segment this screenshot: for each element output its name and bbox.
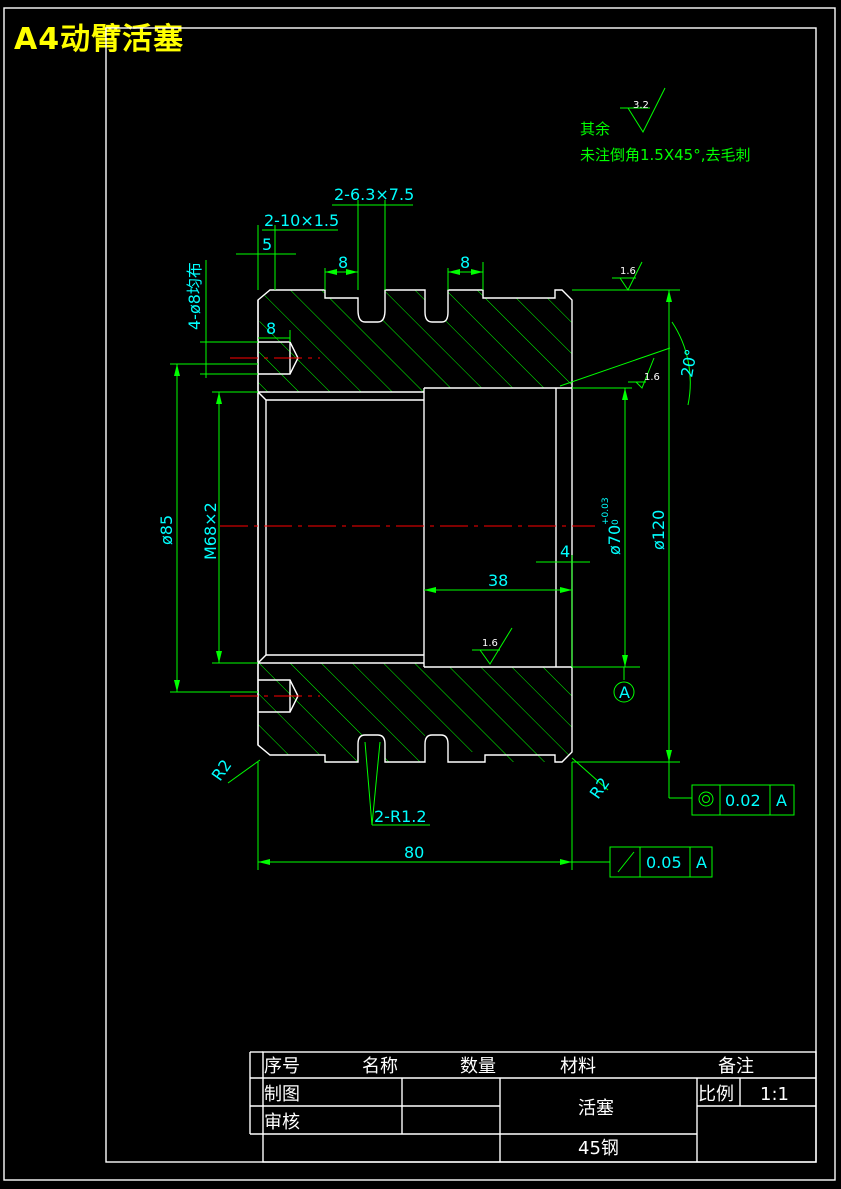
roughness-chamfer: 1.6: [644, 372, 660, 383]
concentricity-datum: A: [776, 791, 787, 810]
center-lines: [220, 357, 595, 697]
tb-col-seq: 序号: [264, 1056, 300, 1077]
dim-dia-70-tol-lower: 0: [611, 519, 621, 525]
tb-col-name: 名称: [362, 1056, 398, 1077]
dim-5: 5: [262, 235, 272, 254]
dim-8-top-right: 8: [460, 253, 470, 272]
dim-holes: 4-ø8均布: [185, 262, 204, 330]
title-block: [249, 1051, 817, 1163]
tb-scale-value: 1:1: [760, 1084, 789, 1105]
datum-label: A: [619, 683, 630, 702]
dim-8-hole-depth: 8: [266, 319, 276, 338]
hatch-top: [258, 290, 572, 392]
dim-4: 4: [560, 542, 570, 561]
dimension-lines: [170, 87, 795, 878]
runout-datum: A: [696, 853, 707, 872]
tb-material: 45钢: [578, 1138, 619, 1159]
dim-groove-radius: 2-R1.2: [374, 807, 427, 826]
note-line-2: 未注倒角1.5X45°,去毛刺: [580, 146, 751, 164]
tb-col-qty: 数量: [460, 1056, 496, 1077]
dim-r2-right: R2: [586, 774, 614, 802]
note-line-1: 其余: [580, 120, 610, 138]
dim-80: 80: [404, 843, 424, 862]
runout-value: 0.05: [646, 853, 682, 872]
tb-checked: 审核: [264, 1112, 300, 1133]
tb-col-material: 材料: [560, 1056, 596, 1077]
dim-groove-wide: 2-6.3×7.5: [334, 185, 414, 204]
concentricity-value: 0.02: [725, 791, 761, 810]
hatch-bottom: [258, 663, 572, 762]
dim-thread-m68: M68×2: [201, 502, 220, 560]
tb-col-remark: 备注: [718, 1056, 754, 1077]
dim-dia-70: ø70: [605, 525, 624, 555]
dim-8-top-left: 8: [338, 253, 348, 272]
sheet-outer-border: [3, 7, 836, 1181]
arrowheads: [174, 269, 672, 865]
tb-drawn: 制图: [264, 1084, 300, 1105]
tb-scale-label: 比例: [698, 1084, 734, 1105]
dim-dia-120: ø120: [649, 510, 668, 550]
dim-dia-70-tol-upper: +0.03: [601, 497, 611, 525]
dim-groove-narrow: 2-10×1.5: [264, 211, 339, 230]
dim-angle-20: 20°: [677, 347, 701, 378]
dim-38: 38: [488, 571, 508, 590]
tb-part-name: 活塞: [578, 1098, 614, 1119]
sheet-inner-border: [105, 27, 817, 1163]
dim-dia-85: ø85: [157, 515, 176, 545]
roughness-bore: 1.6: [482, 638, 498, 649]
roughness-top: 1.6: [620, 266, 636, 277]
roughness-default: 3.2: [633, 100, 649, 111]
part-outline: [257, 289, 573, 763]
